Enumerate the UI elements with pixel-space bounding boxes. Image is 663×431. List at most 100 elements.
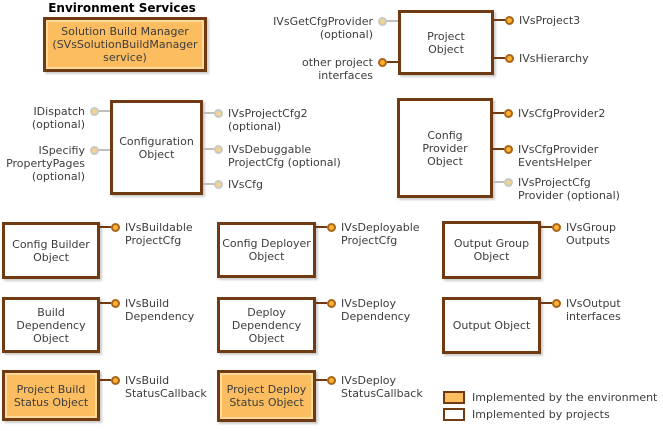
- box-project-object: Project Object: [398, 10, 494, 75]
- connector-line: [494, 19, 505, 21]
- box-label: Build Dependency Object: [16, 305, 86, 345]
- interface-label: IVsCfg: [228, 178, 264, 191]
- interface-lollipop-icon: [90, 107, 99, 116]
- legend-swatch-projects-icon: [443, 408, 465, 421]
- connector-ivs-cfg-provider-events-helper: IVsCfgProvider EventsHelper: [493, 143, 661, 169]
- connector-ivs-group-outputs: IVsGroup Outputs: [541, 221, 661, 247]
- interface-label: IVsBuildable ProjectCfg: [125, 221, 193, 247]
- box-configuration-object: Configuration Object: [110, 100, 203, 195]
- interface-label: IVsProject3: [519, 14, 581, 27]
- connector-ivs-deployable-project-cfg: IVsDeployable ProjectCfg: [316, 221, 446, 247]
- connector-line: [99, 149, 110, 151]
- connector-line: [387, 61, 398, 63]
- interface-lollipop-icon: [214, 109, 223, 118]
- connector-ivs-project-cfg-provider: IVsProjectCfg Provider (optional): [493, 176, 661, 202]
- interface-lollipop-icon: [111, 376, 120, 385]
- interface-label: IVsDeployable ProjectCfg: [341, 221, 420, 247]
- interface-lollipop-icon: [505, 54, 514, 63]
- box-label: Config Builder Object: [12, 237, 90, 264]
- connector-ivs-build-status-callback: IVsBuild StatusCallback: [100, 374, 230, 400]
- connector-idispatch: IDispatch (optional): [0, 105, 110, 131]
- connector-line: [493, 112, 504, 114]
- interface-lollipop-icon: [111, 299, 120, 308]
- legend-item-projects: Implemented by projects: [443, 408, 610, 421]
- connector-line: [493, 181, 504, 183]
- box-config-deployer-object: Config Deployer Object: [217, 222, 316, 278]
- connector-ivs-cfg: IVsCfg: [203, 178, 323, 191]
- interface-label: IVsGetCfgProvider (optional): [273, 15, 373, 41]
- interface-lollipop-icon: [504, 109, 513, 118]
- interface-lollipop-icon: [552, 223, 561, 232]
- interface-lollipop-icon: [214, 180, 223, 189]
- connector-line: [99, 110, 110, 112]
- connector-ivs-hierarchy: IVsHierarchy: [494, 52, 654, 65]
- legend-label: Implemented by projects: [472, 408, 610, 421]
- box-label: Project Build Status Object: [13, 382, 89, 409]
- connector-ivs-buildable-project-cfg: IVsBuildable ProjectCfg: [100, 221, 230, 247]
- connector-line: [387, 20, 398, 22]
- interface-label: IVsOutput interfaces: [566, 297, 621, 323]
- connector-ivs-output-interfaces: IVsOutput interfaces: [541, 297, 661, 323]
- interface-lollipop-icon: [504, 145, 513, 154]
- connector-line: [316, 226, 327, 228]
- box-solution-build-manager: Solution Build Manager (SVsSolutionBuild…: [43, 17, 207, 72]
- connector-line: [100, 226, 111, 228]
- box-label: Project Deploy Status Object: [226, 383, 307, 409]
- connector-line: [493, 148, 504, 150]
- interface-lollipop-icon: [111, 223, 120, 232]
- interface-label: IVsGroup Outputs: [566, 221, 616, 247]
- connector-ivs-cfg-provider2: IVsCfgProvider2: [493, 107, 661, 120]
- box-label: Solution Build Manager (SVsSolutionBuild…: [52, 25, 198, 64]
- interface-label: IVsCfgProvider2: [518, 107, 606, 120]
- interface-lollipop-icon: [214, 145, 223, 154]
- connector-line: [316, 379, 327, 381]
- connector-ivs-deploy-status-callback: IVsDeploy StatusCallback: [316, 374, 446, 400]
- connector-ispecify-property-pages: ISpecifiy PropertyPages (optional): [0, 144, 110, 183]
- box-output-group-object: Output Group Object: [442, 221, 541, 279]
- box-project-deploy-status-object: Project Deploy Status Object: [217, 370, 316, 422]
- connector-line: [541, 302, 552, 304]
- interface-label: IVsBuild StatusCallback: [125, 374, 207, 400]
- interface-label: IVsDebuggable ProjectCfg (optional): [228, 143, 341, 169]
- box-label: Config Provider Object: [422, 128, 468, 168]
- box-label: Deploy Dependency Object: [231, 305, 302, 345]
- box-label: Output Object: [452, 319, 531, 332]
- box-label: Config Deployer Object: [222, 237, 311, 263]
- interface-lollipop-icon: [552, 299, 561, 308]
- interface-label: IVsProjectCfg2 (optional): [228, 107, 308, 133]
- connector-line: [100, 302, 111, 304]
- interface-label: ISpecifiy PropertyPages (optional): [6, 144, 85, 183]
- legend-label: Implemented by the environment: [472, 391, 658, 404]
- connector-line: [203, 183, 214, 185]
- interface-label: IVsDeploy StatusCallback: [341, 374, 423, 400]
- diagram-title: Environment Services: [48, 1, 196, 15]
- interface-lollipop-icon: [378, 58, 387, 67]
- connector-ivs-project3: IVsProject3: [494, 14, 654, 27]
- box-build-dependency-object: Build Dependency Object: [2, 297, 100, 353]
- interface-label: IVsProjectCfg Provider (optional): [518, 176, 620, 202]
- interface-lollipop-icon: [327, 223, 336, 232]
- box-deploy-dependency-object: Deploy Dependency Object: [217, 297, 316, 353]
- connector-other-project-interfaces: other project interfaces: [238, 56, 398, 82]
- connector-line: [541, 226, 552, 228]
- box-label: Configuration Object: [119, 134, 194, 161]
- connector-line: [316, 302, 327, 304]
- interface-label: IVsBuild Dependency: [125, 297, 195, 323]
- interface-lollipop-icon: [378, 17, 387, 26]
- box-label: Project Object: [427, 29, 465, 56]
- interface-label: IDispatch (optional): [31, 105, 85, 131]
- connector-ivs-debuggable-project-cfg: IVsDebuggable ProjectCfg (optional): [203, 143, 373, 169]
- connector-line: [203, 148, 214, 150]
- interface-lollipop-icon: [327, 376, 336, 385]
- connector-line: [100, 379, 111, 381]
- box-config-provider-object: Config Provider Object: [397, 98, 493, 198]
- box-output-object: Output Object: [442, 297, 541, 354]
- interface-label: IVsDeploy Dependency: [341, 297, 411, 323]
- legend-item-environment: Implemented by the environment: [443, 391, 657, 404]
- connector-line: [494, 57, 505, 59]
- connector-ivs-build-dependency: IVsBuild Dependency: [100, 297, 230, 323]
- interface-lollipop-icon: [327, 299, 336, 308]
- interface-label: IVsCfgProvider EventsHelper: [518, 143, 599, 169]
- box-config-builder-object: Config Builder Object: [2, 222, 100, 279]
